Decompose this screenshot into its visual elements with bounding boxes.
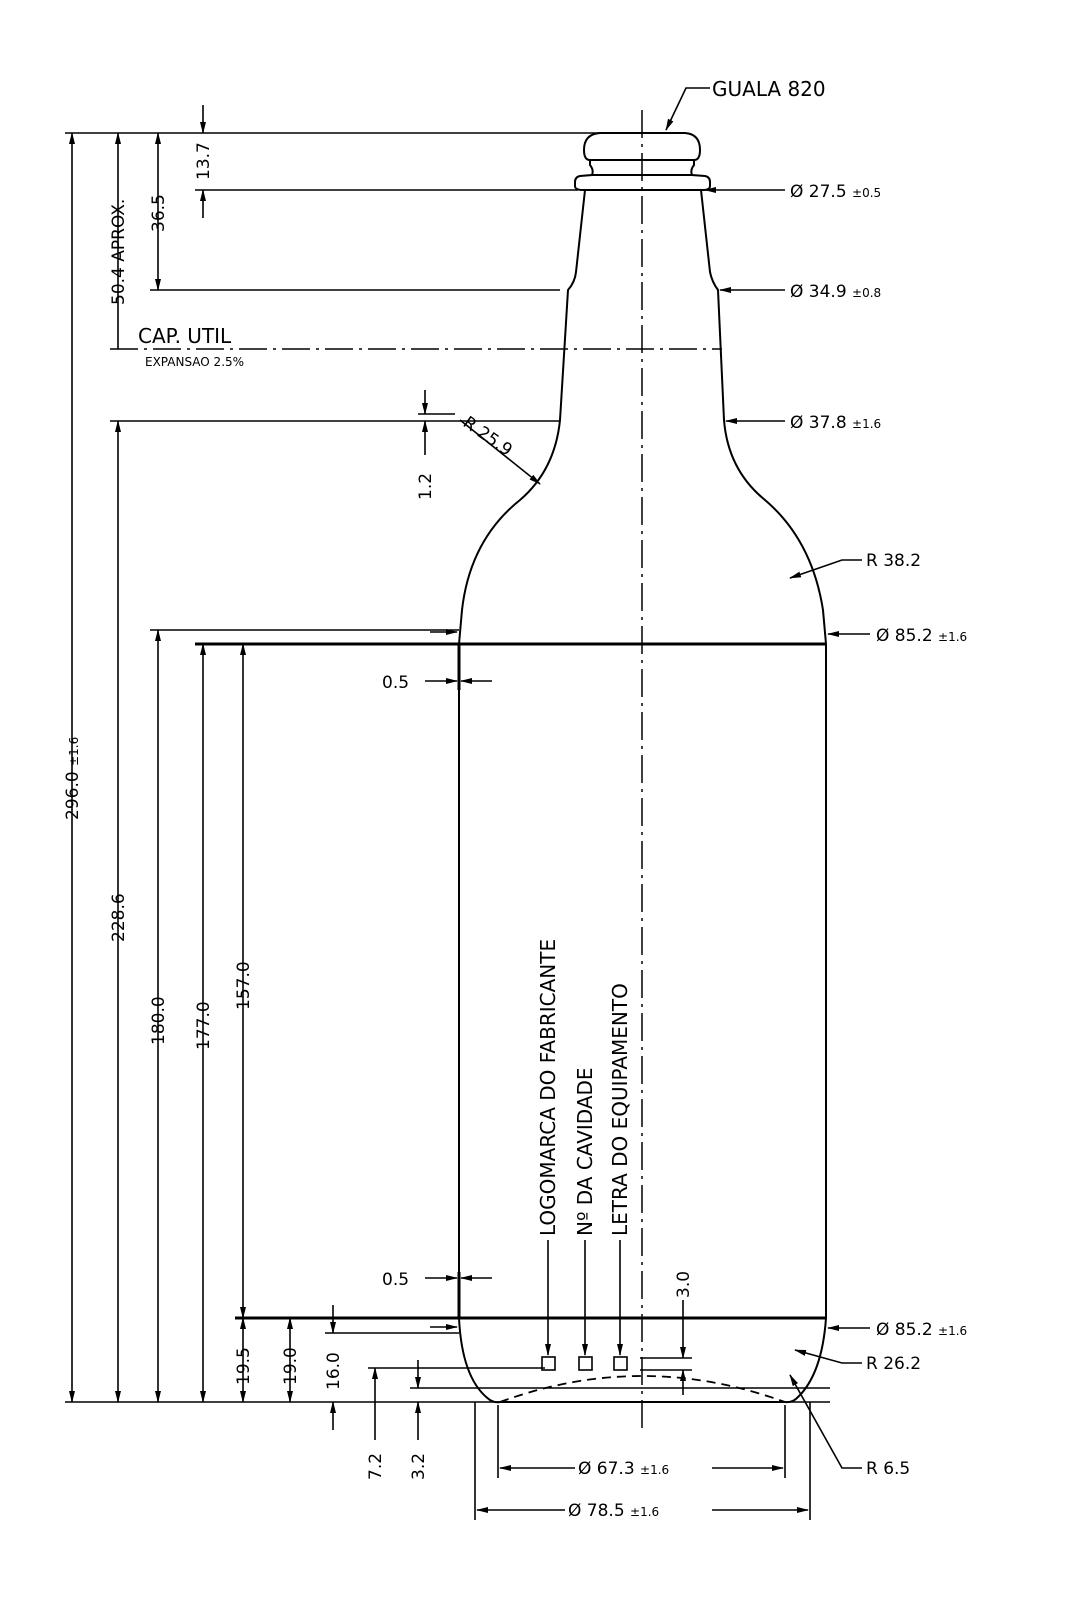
diameter-label: Ø 78.5 ±1.6 [568,1501,659,1521]
vertical-dimensions [69,105,686,1440]
svg-text:16.0: 16.0 [324,1352,344,1390]
extension-lines [65,132,830,1520]
wall-label: 0.5 [382,1270,409,1290]
diameter-label: Ø 27.5 ±0.5 [790,182,881,202]
svg-text:3.2: 3.2 [409,1453,429,1480]
svg-text:228.6: 228.6 [109,893,129,942]
radius-label: R 25.9 [459,413,516,461]
diameter-label: Ø 67.3 ±1.6 [578,1459,669,1479]
svg-text:177.0: 177.0 [194,1001,214,1050]
diameter-label: Ø 85.2 ±1.6 [876,1320,967,1340]
svg-text:3.0: 3.0 [674,1271,694,1298]
svg-text:19.0: 19.0 [281,1347,301,1385]
svg-text:19.5: 19.5 [234,1347,254,1385]
svg-text:13.7: 13.7 [194,142,214,180]
expansion-note: EXPANSAO 2.5% [145,355,244,369]
diameter-label: Ø 34.9 ±0.8 [790,282,881,302]
marking-box-equipment [613,1356,628,1371]
svg-text:LETRA DO EQUIPAMENTO: LETRA DO EQUIPAMENTO [608,983,632,1236]
svg-text:180.0: 180.0 [149,996,169,1045]
svg-text:LOGOMARCA DO FABRICANTE: LOGOMARCA DO FABRICANTE [536,939,560,1236]
radius-label: R 26.2 [866,1354,921,1374]
svg-text:157.0: 157.0 [234,961,254,1010]
wall-label: 0.5 [382,673,409,693]
horizontal-dimensions [425,87,870,1513]
marking-box-cavity [578,1356,593,1371]
radius-label: R 6.5 [866,1459,910,1479]
diameter-label: Ø 85.2 ±1.6 [876,626,967,646]
marking-labels: LOGOMARCA DO FABRICANTE Nº DA CAVIDADE L… [536,939,632,1236]
svg-text:1.2: 1.2 [416,473,436,500]
svg-text:7.2: 7.2 [366,1453,386,1480]
finish-label: GUALA 820 [712,77,826,101]
capacity-label: CAP. UTIL [138,324,232,348]
svg-text:296.0 ±1.6: 296.0 ±1.6 [63,737,83,820]
height-labels: 296.0 ±1.6 50.4 APROX. 36.5 13.7 1.2 228… [63,142,694,1480]
marking-box-logo [541,1356,556,1371]
diameter-label: Ø 37.8 ±1.6 [790,413,881,433]
radius-label: R 38.2 [866,551,921,571]
svg-text:50.4 APROX.: 50.4 APROX. [109,199,129,305]
svg-text:Nº DA CAVIDADE: Nº DA CAVIDADE [573,1067,597,1236]
svg-text:36.5: 36.5 [149,194,169,232]
